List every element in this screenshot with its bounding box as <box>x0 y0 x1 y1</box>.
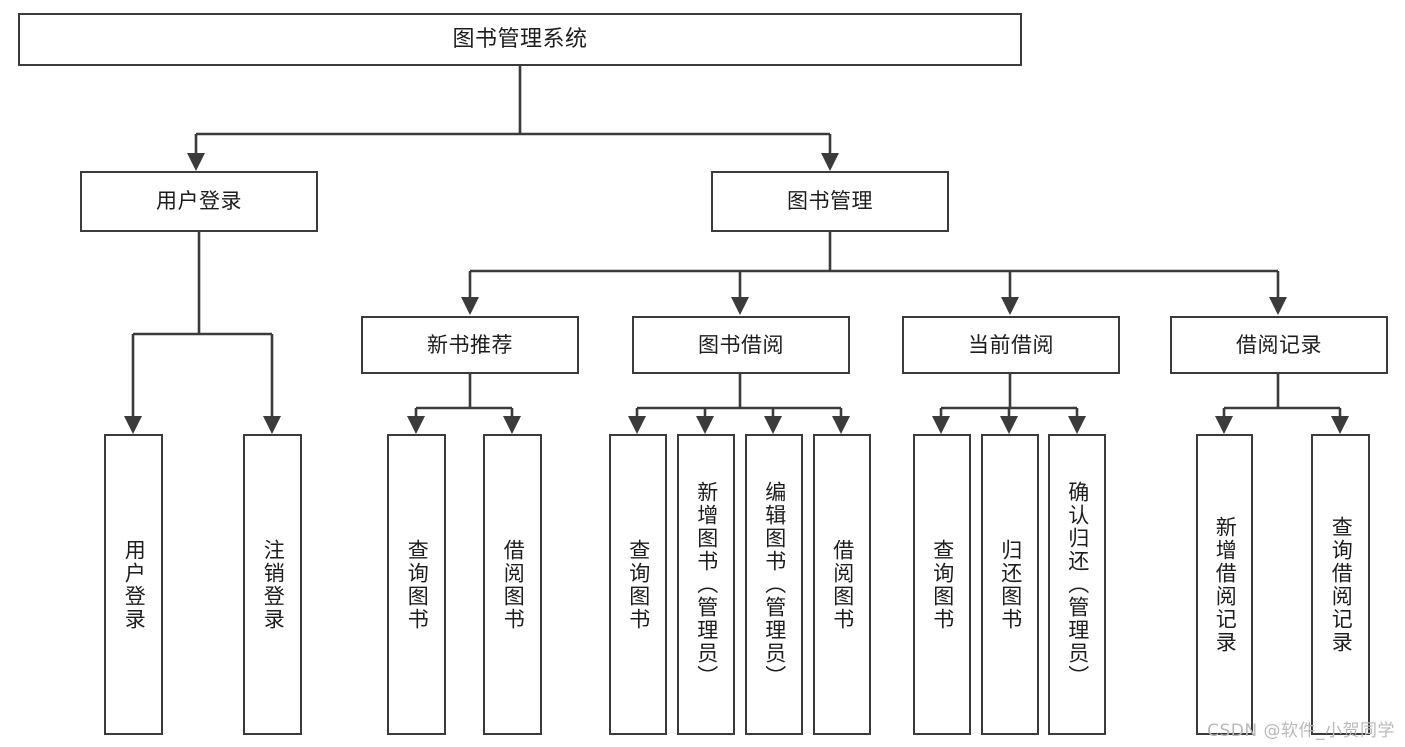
node-new-book-recommend-label: 新书推荐 <box>427 332 513 357</box>
node-leaf-add-book-admin-label: 新增图书（管理员） <box>694 481 719 688</box>
node-leaf-query-book-1-label: 查询图书 <box>405 538 430 631</box>
node-leaf-query-book-3-label: 查询图书 <box>930 538 955 631</box>
node-new-book-recommend[interactable]: 新书推荐 <box>361 316 579 374</box>
node-leaf-borrow-book-1-label: 借阅图书 <box>501 538 526 631</box>
node-root-system-label: 图书管理系统 <box>452 26 588 52</box>
node-leaf-query-book-2[interactable]: 查询图书 <box>609 434 667 735</box>
node-leaf-borrow-book-2[interactable]: 借阅图书 <box>813 434 871 735</box>
node-leaf-confirm-return-admin[interactable]: 确认归还（管理员） <box>1048 434 1106 735</box>
node-leaf-query-borrow-record[interactable]: 查询借阅记录 <box>1311 434 1370 735</box>
node-leaf-edit-book-admin-label: 编辑图书（管理员） <box>762 481 787 688</box>
node-leaf-add-borrow-record-label: 新增借阅记录 <box>1213 515 1238 654</box>
node-book-manage[interactable]: 图书管理 <box>711 171 949 232</box>
node-book-borrow[interactable]: 图书借阅 <box>632 316 850 374</box>
node-leaf-logout[interactable]: 注销登录 <box>243 434 302 735</box>
node-borrow-record-label: 借阅记录 <box>1236 332 1322 357</box>
node-leaf-borrow-book-1[interactable]: 借阅图书 <box>483 434 542 735</box>
node-leaf-query-book-1[interactable]: 查询图书 <box>387 434 446 735</box>
node-leaf-add-book-admin[interactable]: 新增图书（管理员） <box>677 434 735 735</box>
node-user-login[interactable]: 用户登录 <box>80 171 318 232</box>
node-leaf-query-book-2-label: 查询图书 <box>626 538 651 631</box>
node-borrow-record[interactable]: 借阅记录 <box>1170 316 1388 374</box>
node-leaf-query-borrow-record-label: 查询借阅记录 <box>1329 515 1354 654</box>
node-leaf-add-borrow-record[interactable]: 新增借阅记录 <box>1196 434 1253 735</box>
node-leaf-return-book[interactable]: 归还图书 <box>981 434 1039 735</box>
node-leaf-return-book-label: 归还图书 <box>998 538 1023 631</box>
node-root-system[interactable]: 图书管理系统 <box>18 13 1022 66</box>
watermark-text: CSDN @软件_小贺同学 <box>1207 721 1395 741</box>
node-leaf-user-login[interactable]: 用户登录 <box>104 434 163 735</box>
node-leaf-user-login-label: 用户登录 <box>122 538 147 631</box>
node-leaf-edit-book-admin[interactable]: 编辑图书（管理员） <box>745 434 803 735</box>
node-leaf-query-book-3[interactable]: 查询图书 <box>913 434 971 735</box>
node-leaf-confirm-return-admin-label: 确认归还（管理员） <box>1065 481 1090 688</box>
node-current-borrow-label: 当前借阅 <box>968 332 1054 357</box>
node-leaf-borrow-book-2-label: 借阅图书 <box>830 538 855 631</box>
node-book-manage-label: 图书管理 <box>787 189 873 214</box>
node-book-borrow-label: 图书借阅 <box>698 332 784 357</box>
node-leaf-logout-label: 注销登录 <box>261 538 286 631</box>
node-current-borrow[interactable]: 当前借阅 <box>902 316 1120 374</box>
node-user-login-label: 用户登录 <box>156 189 242 214</box>
